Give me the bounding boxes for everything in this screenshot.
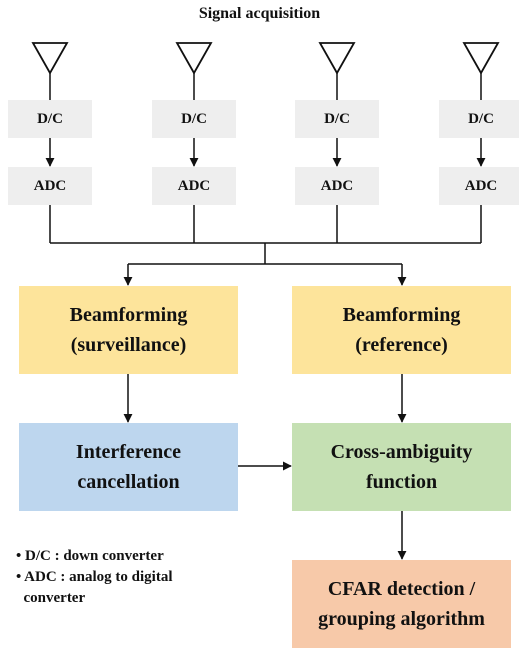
antenna-icon-1: [31, 42, 69, 75]
adc-box-4: ADC: [439, 167, 519, 205]
legend-item-adc-cont: converter: [16, 590, 86, 606]
adc-label-1: ADC: [33, 177, 67, 194]
dc-box-4: D/C: [439, 100, 519, 138]
cfar-detection-line2: grouping algorithm: [318, 608, 485, 630]
dc-label-1: D/C: [37, 110, 63, 127]
beamforming-surveillance-block: Beamforming (surveillance): [19, 286, 238, 374]
adc-box-1: ADC: [8, 167, 92, 205]
adc-label-4: ADC: [464, 177, 498, 194]
legend-item-dc: • D/C : down converter: [16, 548, 164, 564]
interference-cancellation-block: Interference cancellation: [19, 423, 238, 511]
beamforming-surveillance-line2: (surveillance): [70, 334, 187, 356]
adc-label-3: ADC: [320, 177, 354, 194]
antenna-icon-2: [175, 42, 213, 75]
beamforming-surveillance-line1: Beamforming: [69, 304, 188, 326]
cfar-detection-block: CFAR detection / grouping algorithm: [292, 560, 511, 648]
adc-box-3: ADC: [295, 167, 379, 205]
antenna-icon-4: [462, 42, 500, 75]
interference-cancellation-line2: cancellation: [77, 471, 180, 493]
beamforming-reference-line1: Beamforming: [342, 304, 461, 326]
cross-ambiguity-line1: Cross-ambiguity: [330, 441, 473, 463]
diagram-title: Signal acquisition: [198, 5, 321, 22]
dc-box-1: D/C: [8, 100, 92, 138]
dc-label-2: D/C: [181, 110, 207, 127]
beamforming-reference-block: Beamforming (reference): [292, 286, 511, 374]
adc-box-2: ADC: [152, 167, 236, 205]
legend: • D/C : down converter • ADC : analog to…: [16, 546, 173, 609]
antenna-icon-3: [318, 42, 356, 75]
dc-box-2: D/C: [152, 100, 236, 138]
cross-ambiguity-block: Cross-ambiguity function: [292, 423, 511, 511]
beamforming-reference-line2: (reference): [355, 334, 448, 356]
adc-label-2: ADC: [177, 177, 211, 194]
dc-label-3: D/C: [324, 110, 350, 127]
dc-box-3: D/C: [295, 100, 379, 138]
cross-ambiguity-line2: function: [365, 471, 438, 493]
cfar-detection-line1: CFAR detection /: [327, 578, 476, 600]
legend-item-adc: • ADC : analog to digital: [16, 569, 173, 585]
dc-label-4: D/C: [468, 110, 494, 127]
interference-cancellation-line1: Interference: [75, 441, 182, 463]
